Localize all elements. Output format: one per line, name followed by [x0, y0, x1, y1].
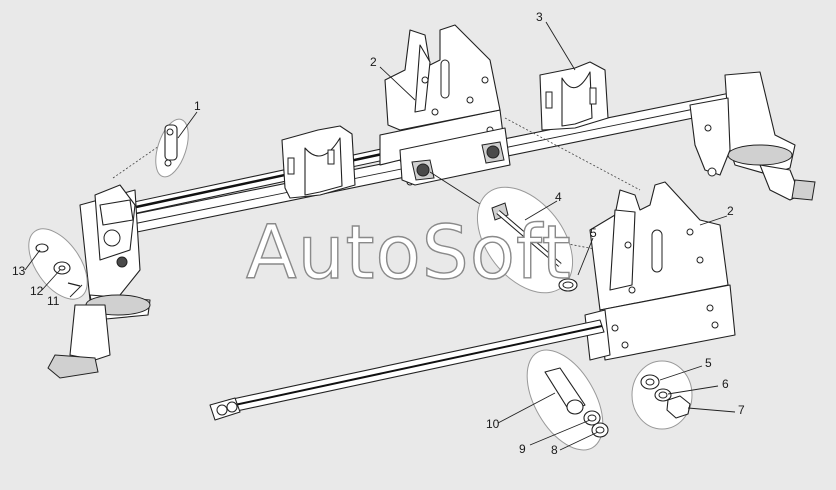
callout-13: 13 [12, 264, 26, 278]
upper-plate-bolts [411, 141, 506, 221]
callout-1: 1 [194, 99, 201, 113]
u-bracket-3 [539, 61, 609, 131]
bolt-4 [476, 186, 578, 294]
mounting-plate-2-upper [379, 24, 511, 186]
left-coupling-assembly [47, 184, 151, 379]
callout-12: 12 [30, 284, 44, 298]
callout-8: 8 [551, 443, 558, 457]
mounting-plate-2-lower [584, 181, 736, 361]
callout-5-upper: 5 [590, 226, 597, 240]
callout-5-lower: 5 [705, 356, 712, 370]
leader-lines [24, 21, 736, 451]
u-bracket-middle [281, 125, 356, 199]
callout-4: 4 [555, 190, 562, 204]
callout-labels: 1 2 3 2 4 5 5 6 7 8 9 10 11 12 13 [12, 10, 745, 457]
callout-2-lower: 2 [727, 204, 734, 218]
washers-parts-11-13 [28, 228, 88, 300]
callout-3: 3 [536, 10, 543, 24]
callout-6: 6 [722, 377, 729, 391]
callout-2-upper: 2 [370, 55, 377, 69]
right-support-bracket [689, 71, 816, 201]
nut-washer-parts-5-7 [631, 360, 693, 430]
callout-11: 11 [47, 294, 60, 308]
callout-10: 10 [486, 417, 500, 431]
watermark-text: AutoSoft [246, 210, 572, 296]
spacer-parts-8-10 [526, 349, 609, 451]
callout-9: 9 [519, 442, 526, 456]
callout-7: 7 [738, 403, 745, 417]
lower-rod [209, 319, 605, 421]
pin-part-1 [155, 118, 189, 178]
